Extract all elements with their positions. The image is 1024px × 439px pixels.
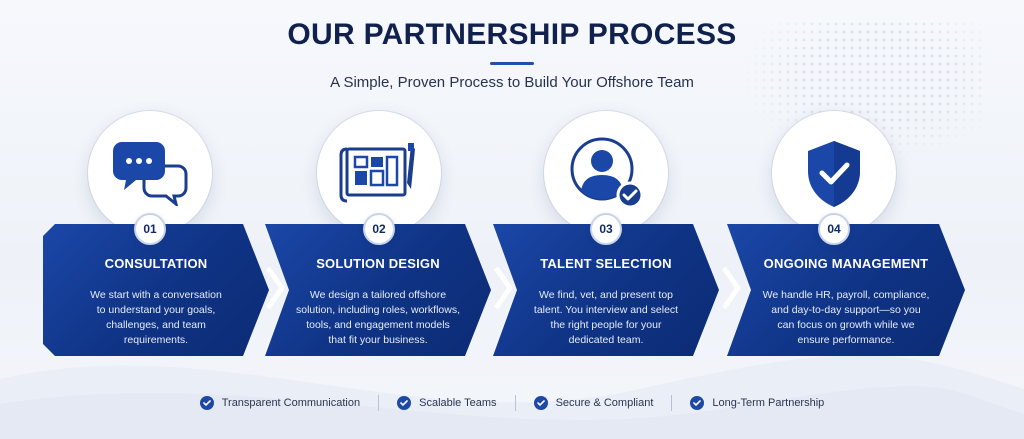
step-title: ONGOING MANAGEMENT <box>763 256 929 271</box>
divider <box>671 395 673 411</box>
step-4-icon-circle <box>772 111 896 235</box>
page-title: OUR PARTNERSHIP PROCESS <box>287 18 737 51</box>
feature-label: Scalable Teams <box>419 397 497 409</box>
feature-strip: Transparent Communication Scalable Teams… <box>0 393 1024 413</box>
chevron-right-icon <box>265 266 285 310</box>
user-check-icon <box>570 137 644 209</box>
step-number-badge: 04 <box>818 213 850 245</box>
step-card-consultation: CONSULTATION We start with a conversatio… <box>43 224 269 356</box>
feature-label: Secure & Compliant <box>555 397 654 409</box>
shield-check-icon <box>808 141 860 207</box>
background-wave <box>0 355 1024 439</box>
feature-item: Long-Term Partnership <box>690 396 824 410</box>
feature-item: Transparent Communication <box>199 396 361 410</box>
chevron-right-icon <box>493 266 513 310</box>
step-number-badge: 01 <box>134 213 166 245</box>
step-card-solution-design: SOLUTION DESIGN We design a tailored off… <box>265 224 491 356</box>
step-1-icon-circle <box>88 111 212 235</box>
feature-item: Secure & Compliant <box>533 396 654 410</box>
chat-bubbles-icon <box>113 142 188 206</box>
check-circle-icon <box>397 396 412 410</box>
divider <box>378 395 380 411</box>
step-title: CONSULTATION <box>104 256 208 271</box>
check-circle-icon <box>690 396 705 410</box>
feature-label: Long-Term Partnership <box>712 397 825 409</box>
step-title: SOLUTION DESIGN <box>316 256 440 271</box>
step-title: TALENT SELECTION <box>540 256 672 271</box>
title-underline <box>490 62 534 65</box>
feature-item: Scalable Teams <box>397 396 497 410</box>
step-number-badge: 02 <box>363 213 395 245</box>
blueprint-icon <box>339 143 415 203</box>
divider <box>514 395 516 411</box>
step-card-talent-selection: TALENT SELECTION We find, vet, and prese… <box>493 224 719 356</box>
check-circle-icon <box>199 396 214 410</box>
step-card-ongoing-management: ONGOING MANAGEMENT We handle HR, payroll… <box>727 224 965 356</box>
step-description: We handle HR, payroll, compliance,and da… <box>762 289 930 346</box>
chevron-right-icon <box>721 266 741 310</box>
step-number-badge: 03 <box>590 213 622 245</box>
check-circle-icon <box>533 396 548 410</box>
feature-label: Transparent Communication <box>221 397 361 409</box>
step-3-icon-circle <box>544 111 668 235</box>
page-subtitle: A Simple, Proven Process to Build Your O… <box>330 74 694 91</box>
